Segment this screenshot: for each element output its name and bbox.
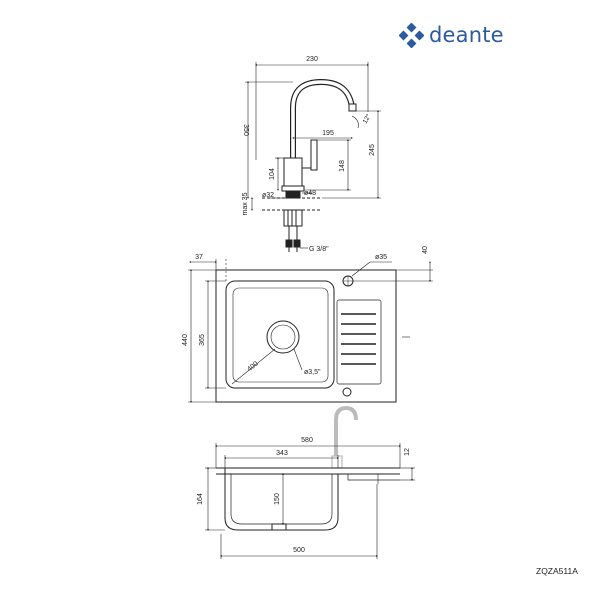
dim-cabinet: 500 (293, 547, 305, 554)
section-dimensions (205, 443, 415, 559)
drainer-grooves (341, 313, 376, 365)
dim-tap-hole: ø35 (375, 254, 387, 261)
dim-section-height: 164 (197, 493, 204, 505)
dim-rim: 12 (404, 448, 411, 456)
dim-thread: G 3/8" (309, 246, 329, 253)
section-labels: 580 343 12 164 150 500 (197, 437, 411, 554)
dim-total-height: 350 (242, 124, 249, 136)
dim-overall-width: 580 (301, 437, 313, 444)
sink-plan (215, 269, 397, 403)
sink-section (216, 405, 400, 531)
dim-handle-height: 148 (339, 160, 346, 172)
dim-reach: 230 (306, 56, 318, 63)
dim-drain: ø3,5" (304, 369, 321, 376)
dim-section-bowl-width: 343 (276, 450, 288, 457)
dim-spout-height: 245 (369, 144, 376, 156)
deante-logo-icon (399, 22, 424, 48)
dim-bowl-depth: 365 (199, 334, 206, 346)
dim-section-bowl-depth: 150 (274, 493, 281, 505)
dim-hole-diameter: ø32 (262, 192, 274, 199)
faucet-dimensions (245, 62, 381, 249)
dim-depth: 440 (182, 334, 189, 346)
dim-swivel-angle: 12° (361, 112, 373, 125)
dim-edge-offset: 40 (422, 246, 429, 254)
plan-dimensions (188, 259, 433, 403)
dim-max-thickness: max 35 (242, 192, 249, 215)
brand-logo: deante (399, 22, 504, 48)
brand-name: deante (429, 22, 504, 47)
dim-reach-to-handle: 195 (322, 130, 334, 137)
dim-body-diameter: ø48 (304, 190, 316, 197)
dim-bowl-offset: 37 (195, 254, 203, 261)
model-code: ZQZA511A (536, 566, 578, 576)
dim-body-height: 104 (269, 168, 276, 180)
